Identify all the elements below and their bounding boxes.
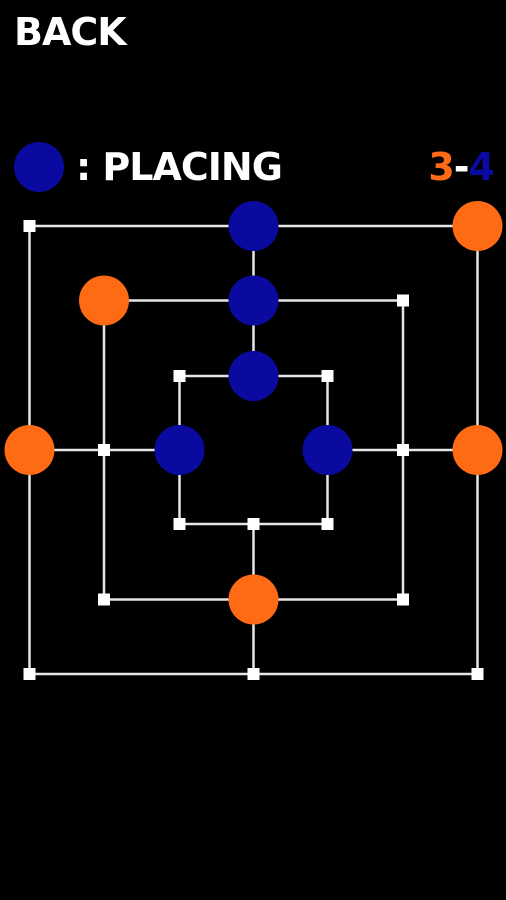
piece-blue <box>228 201 279 251</box>
piece-blue <box>228 351 279 401</box>
board-point[interactable] <box>247 518 260 530</box>
score: 3-4 <box>428 142 495 192</box>
piece-blue <box>228 275 279 326</box>
board-point[interactable] <box>321 518 334 530</box>
score-separator: - <box>453 145 470 189</box>
board-point[interactable] <box>397 294 409 307</box>
piece-orange <box>452 201 503 251</box>
piece-orange <box>228 574 279 625</box>
board-point[interactable] <box>321 370 334 382</box>
piece-blue <box>302 425 353 475</box>
board-point[interactable] <box>23 668 36 680</box>
turn-indicator: : PLACING <box>14 142 283 192</box>
score-orange: 3 <box>428 145 454 189</box>
board-point[interactable] <box>397 444 409 456</box>
board-point[interactable] <box>98 444 110 456</box>
phase-label: : PLACING <box>76 145 283 189</box>
piece-orange <box>452 425 503 475</box>
piece-blue <box>154 425 205 475</box>
board-point[interactable] <box>471 668 484 680</box>
board-point[interactable] <box>23 220 36 232</box>
piece-orange <box>79 275 129 326</box>
score-blue: 4 <box>468 145 495 189</box>
current-player-piece <box>14 142 64 192</box>
board-point[interactable] <box>173 370 186 382</box>
back-button[interactable]: BACK <box>14 10 127 54</box>
piece-orange <box>4 425 55 475</box>
board-point[interactable] <box>247 668 260 680</box>
board-point[interactable] <box>397 593 409 606</box>
board-point[interactable] <box>98 593 110 606</box>
board-point[interactable] <box>173 518 186 530</box>
